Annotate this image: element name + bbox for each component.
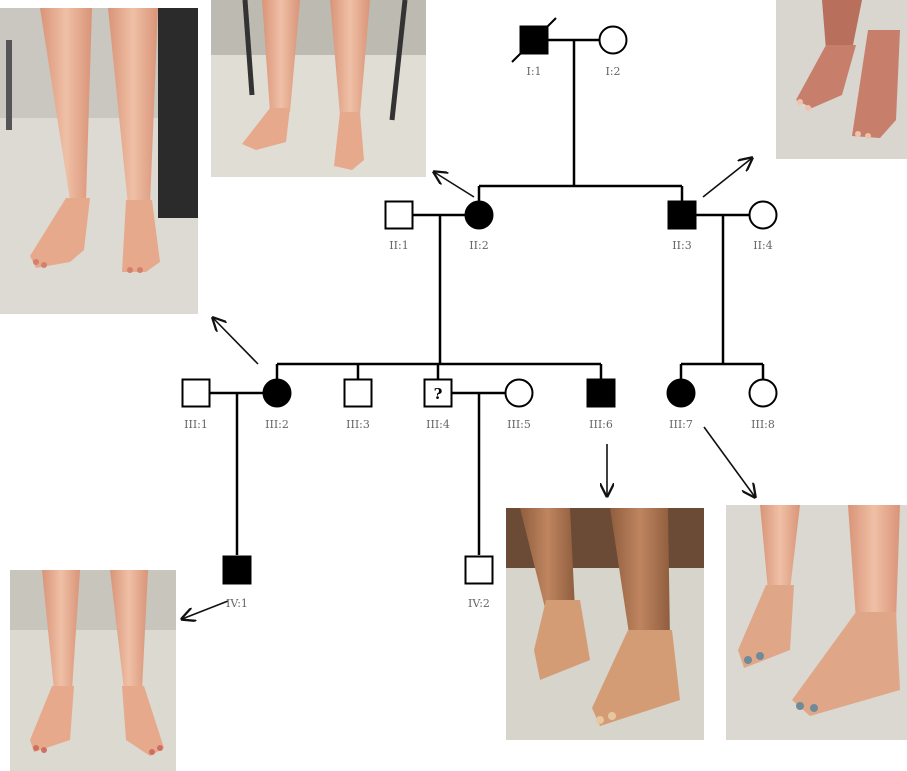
individual-iv1-affected — [224, 557, 251, 584]
individual-iii1-unaffected — [183, 380, 210, 407]
label-i1: I:1 — [526, 65, 541, 78]
label-ii2: II:2 — [469, 239, 488, 252]
label-iii2: III:2 — [265, 418, 289, 431]
arrow-iii2-to-photo — [213, 318, 258, 364]
label-iii8: III:8 — [751, 418, 775, 431]
arrow-iv1-to-photo — [182, 601, 228, 619]
label-iii6: III:6 — [589, 418, 613, 431]
photo-ii2-front-legs — [0, 8, 198, 314]
photo-iii7-feet — [726, 505, 907, 740]
photo-ii3-feet — [776, 0, 907, 159]
label-ii1: II:1 — [389, 239, 408, 252]
photo-iii2-front-legs — [211, 0, 426, 177]
individual-iii6-affected — [588, 380, 615, 407]
photo-iii6-feet — [506, 508, 704, 740]
individual-i2-unaffected — [600, 27, 627, 54]
arrow-iii7-to-photo — [704, 427, 755, 497]
label-iv2: IV:2 — [468, 597, 490, 610]
arrow-ii3-to-photo — [703, 158, 752, 197]
individual-ii1-unaffected — [386, 202, 413, 229]
label-iii1: III:1 — [184, 418, 208, 431]
label-iii5: III:5 — [507, 418, 531, 431]
label-iii3: III:3 — [346, 418, 370, 431]
individual-ii3-affected — [669, 202, 696, 229]
label-ii3: II:3 — [672, 239, 691, 252]
label-iv1: IV:1 — [226, 597, 248, 610]
individual-ii2-affected — [466, 202, 493, 229]
label-iii7: III:7 — [669, 418, 693, 431]
individual-iii2-affected — [264, 380, 291, 407]
label-ii4: II:4 — [753, 239, 772, 252]
individual-iv2-unaffected — [466, 557, 493, 584]
individual-iii7-affected — [668, 380, 695, 407]
label-i2: I:2 — [605, 65, 620, 78]
label-iii4: III:4 — [426, 418, 450, 431]
photo-iv1-front-legs — [10, 570, 176, 771]
individual-iii8-unaffected — [750, 380, 777, 407]
individual-iii3-unaffected — [345, 380, 372, 407]
arrow-ii2-to-photo — [434, 172, 474, 197]
individual-ii4-unaffected — [750, 202, 777, 229]
individual-iii5-unaffected — [506, 380, 533, 407]
uncertain-mark-iii4: ? — [434, 385, 443, 403]
